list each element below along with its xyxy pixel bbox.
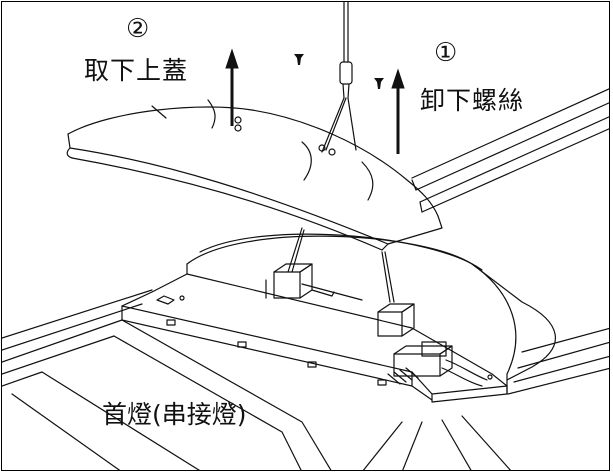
hanging-wire	[321, 2, 357, 153]
arrow-up-icon	[225, 48, 405, 154]
connector-block	[387, 341, 488, 387]
step-2-label: 取下上蓋	[84, 56, 189, 85]
front-rails	[11, 319, 512, 470]
left-rail	[2, 289, 153, 387]
right-upper-rail	[411, 88, 609, 213]
internal-brackets	[273, 263, 415, 337]
right-lower-rail	[507, 327, 609, 395]
lifted-cover	[66, 99, 443, 251]
step-2-number: ②	[126, 14, 150, 44]
fixture-housing	[121, 233, 556, 403]
step-1-number: ①	[434, 38, 458, 68]
step-1-label: 卸下螺絲	[420, 86, 525, 115]
lower-suspension-wires	[287, 227, 395, 303]
screw-icon	[294, 54, 384, 89]
fixture-caption: 首燈(串接燈)	[102, 400, 247, 429]
